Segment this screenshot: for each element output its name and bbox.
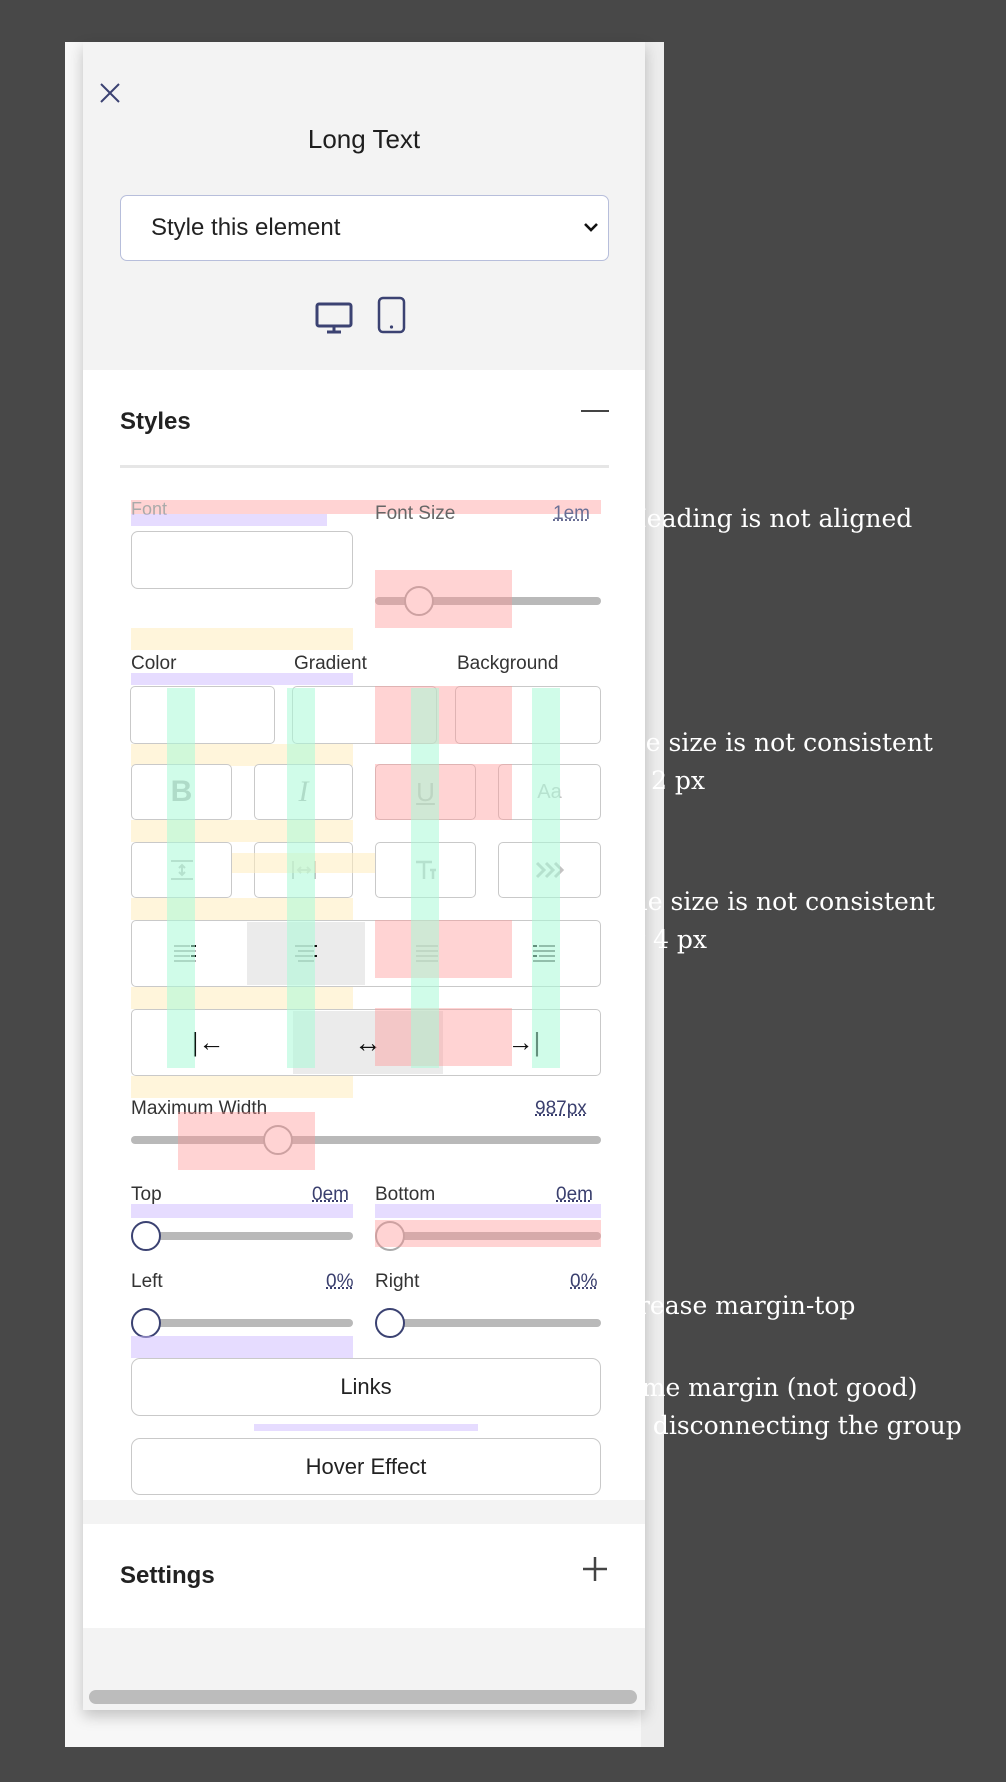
max-width-slider-knob[interactable] <box>263 1125 293 1155</box>
annotation-heading-alignment: Heading is not aligned <box>625 504 913 533</box>
annotation-same-margin-line1: same margin (not good) <box>614 1373 918 1402</box>
bottom-label: Bottom <box>375 1184 436 1205</box>
styles-heading: Styles <box>120 408 191 435</box>
right-slider-knob[interactable] <box>375 1308 405 1338</box>
background-label: Background <box>457 653 559 674</box>
max-width-slider-track[interactable] <box>131 1136 601 1144</box>
settings-section: Settings <box>83 1524 645 1628</box>
frame-edge <box>641 42 664 1747</box>
links-button-label: Links <box>340 1374 392 1399</box>
desktop-icon[interactable] <box>315 300 355 334</box>
max-width-label: Maximum Width <box>131 1098 268 1119</box>
max-width-value[interactable]: 987px <box>535 1098 587 1119</box>
section-divider <box>120 465 609 468</box>
bottom-value[interactable]: 0em <box>556 1184 593 1205</box>
background-picker[interactable] <box>455 686 601 744</box>
block-align-left-button[interactable]: |← <box>133 1011 283 1074</box>
overlay-column-3 <box>411 688 439 1068</box>
chevron-down-icon <box>582 218 600 241</box>
overlay-align-justify <box>375 920 512 978</box>
overlay-gap <box>131 628 353 650</box>
block-align-left-icon: |← <box>191 1027 225 1057</box>
hover-effect-button[interactable]: Hover Effect <box>131 1438 601 1495</box>
block-align-center-icon: ↔ <box>354 1026 382 1058</box>
top-value[interactable]: 0em <box>312 1184 349 1205</box>
font-size-label: Font Size <box>375 503 456 524</box>
styles-section: Styles Font Font Size 1em Color Gradient… <box>83 370 645 1500</box>
overlay-font-size-slider <box>375 570 512 628</box>
right-label: Right <box>375 1271 420 1292</box>
annotation-size-2px-line2: by 2 px <box>613 766 706 795</box>
font-size-value[interactable]: 1em <box>553 503 590 524</box>
font-size-slider-knob[interactable] <box>404 586 434 616</box>
top-label: Top <box>131 1184 162 1205</box>
font-input[interactable] <box>131 531 353 589</box>
style-panel: Long Text Style this element Styles Font… <box>83 42 645 1710</box>
text-align-group <box>131 920 601 987</box>
overlay-links-margin <box>131 1336 353 1358</box>
left-value[interactable]: 0% <box>326 1271 354 1292</box>
overlay-gap <box>131 820 353 842</box>
font-size-slider-track[interactable] <box>375 597 601 605</box>
gradient-label: Gradient <box>294 653 367 674</box>
hover-effect-button-label: Hover Effect <box>305 1453 427 1479</box>
overlay-gap <box>131 1076 353 1098</box>
horizontal-scrollbar[interactable] <box>89 1690 637 1704</box>
overlay-font-label <box>131 514 327 526</box>
overlay-top-label <box>131 1204 353 1218</box>
bottom-slider-track[interactable] <box>375 1232 601 1240</box>
expand-icon[interactable] <box>580 1554 610 1584</box>
overlay-column-1 <box>167 688 195 1068</box>
bottom-slider-knob[interactable] <box>375 1221 405 1251</box>
annotation-size-4px-line2: by 4 px <box>615 925 708 954</box>
overlay-gap <box>131 898 353 920</box>
top-slider-knob[interactable] <box>131 1221 161 1251</box>
left-label: Left <box>131 1271 163 1292</box>
left-slider-track[interactable] <box>131 1319 353 1327</box>
close-icon[interactable] <box>97 80 123 106</box>
overlay-underline-button <box>375 764 512 820</box>
annotation-size-4px-line1: The size is not consistent <box>615 887 935 916</box>
overlay-button-gap <box>254 1424 478 1431</box>
overlay-bottom-label <box>375 1204 601 1218</box>
overlay-background-picker <box>375 686 512 744</box>
overlay-max-width-slider <box>178 1112 315 1170</box>
color-label: Color <box>131 653 177 674</box>
overlay-block-align-right <box>375 1008 512 1066</box>
color-picker[interactable] <box>130 686 275 744</box>
right-slider-track[interactable] <box>375 1319 601 1327</box>
overlay-column-4 <box>532 688 560 1068</box>
overlay-color-label <box>131 673 353 685</box>
left-slider-knob[interactable] <box>131 1308 161 1338</box>
right-value[interactable]: 0% <box>570 1271 598 1292</box>
tablet-icon[interactable] <box>377 296 407 336</box>
overlay-gap <box>131 987 353 1009</box>
collapse-icon[interactable] <box>581 410 609 416</box>
style-target-select[interactable]: Style this element <box>120 195 609 261</box>
annotation-margin-top: Increase margin-top <box>598 1291 856 1320</box>
settings-heading: Settings <box>120 1562 215 1589</box>
overlay-bottom-slider <box>375 1220 601 1247</box>
overlay-gap <box>131 744 353 766</box>
annotation-same-margin-line2: its disconnecting the group <box>614 1411 962 1440</box>
links-button[interactable]: Links <box>131 1358 601 1416</box>
style-target-select-value: Style this element <box>151 214 341 241</box>
annotation-size-2px-line1: The size is not consistent <box>613 728 933 757</box>
overlay-heading-misalign <box>131 500 601 514</box>
overlay-column-2 <box>287 688 315 1068</box>
top-slider-track[interactable] <box>131 1232 353 1240</box>
panel-title: Long Text <box>307 124 421 154</box>
